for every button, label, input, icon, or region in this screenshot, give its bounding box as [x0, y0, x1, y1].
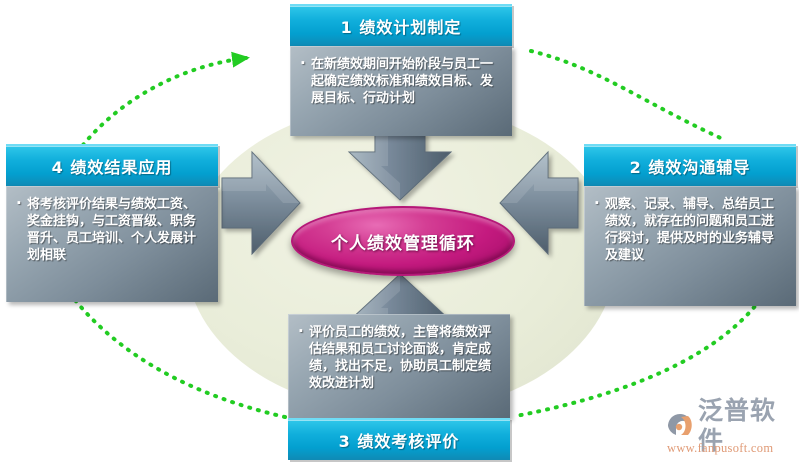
card3-body-text: 评价员工的绩效，主管将绩效评估结果和员工讨论面谈，肯定成绩，找出不足，协助员工制… [298, 323, 498, 392]
card-performance-appraisal[interactable]: 评价员工的绩效，主管将绩效评估结果和员工讨论面谈，肯定成绩，找出不足，协助员工制… [288, 314, 510, 460]
logo-row: 泛普软件 [664, 396, 796, 455]
card3-title: 3 绩效考核评价 [338, 432, 460, 451]
card2-body: 观察、记录、辅导、总结员工绩效，就存在的问题和员工进行探讨，提供及时的业务辅导及… [584, 186, 796, 306]
card-performance-communication[interactable]: 2 绩效沟通辅导 观察、记录、辅导、总结员工绩效，就存在的问题和员工进行探讨，提… [584, 144, 796, 306]
card4-header: 4 绩效结果应用 [6, 144, 218, 186]
card1-header: 1 绩效计划制定 [290, 4, 512, 46]
card4-body-text: 将考核评价结果与绩效工资、奖金挂钩，与工资晋级、职务晋升、员工培训、个人发展计划… [16, 195, 206, 264]
card-performance-results-application[interactable]: 4 绩效结果应用 将考核评价结果与绩效工资、奖金挂钩，与工资晋级、职务晋升、员工… [6, 144, 218, 302]
card3-header: 3 绩效考核评价 [288, 418, 510, 460]
card4-title: 4 绩效结果应用 [51, 158, 173, 177]
card4-body: 将考核评价结果与绩效工资、奖金挂钩，与工资晋级、职务晋升、员工培训、个人发展计划… [6, 186, 218, 302]
card1-title: 1 绩效计划制定 [340, 18, 462, 37]
company-logo[interactable]: 泛普软件 www.fanpusoft.com [664, 396, 796, 461]
card2-header: 2 绩效沟通辅导 [584, 144, 796, 186]
logo-company-name: 泛普软件 [698, 396, 777, 455]
card-performance-planning[interactable]: 1 绩效计划制定 在新绩效期间开始阶段与员工一起确定绩效标准和绩效目标、发展目标… [290, 4, 512, 136]
logo-website-url: www.fanpusoft.com [667, 441, 774, 455]
center-hub-ellipse: 个人绩效管理循环 [291, 206, 515, 276]
card3-body: 评价员工的绩效，主管将绩效评估结果和员工讨论面谈，肯定成绩，找出不足，协助员工制… [288, 314, 510, 418]
card2-body-text: 观察、记录、辅导、总结员工绩效，就存在的问题和员工进行探讨，提供及时的业务辅导及… [594, 195, 784, 264]
flow-arrow-1-to-2 [529, 49, 727, 142]
card1-body-text: 在新绩效期间开始阶段与员工一起确定绩效标准和绩效目标、发展目标、行动计划 [300, 55, 500, 107]
card2-title: 2 绩效沟通辅导 [629, 158, 751, 177]
fanpu-logo-icon [664, 410, 696, 442]
center-hub-label: 个人绩效管理循环 [331, 233, 475, 254]
flow-arrow-4-to-1 [81, 51, 250, 147]
card1-body: 在新绩效期间开始阶段与员工一起确定绩效标准和绩效目标、发展目标、行动计划 [290, 46, 512, 136]
